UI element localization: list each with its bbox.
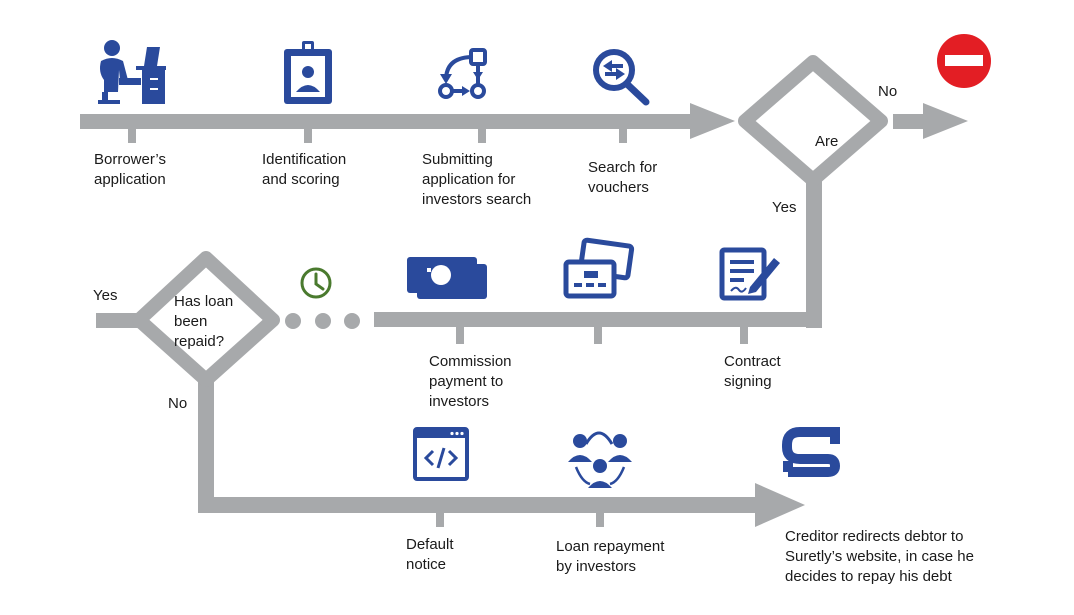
arrow-head-no-top	[923, 103, 968, 139]
track-row3	[198, 497, 758, 513]
code-window-icon	[413, 427, 469, 481]
stop-sign-icon	[937, 34, 991, 88]
branch-label-no-bottom: No	[168, 395, 188, 412]
magnifier-exchange-icon	[593, 49, 650, 106]
tick-contract	[740, 327, 748, 344]
step-label-repayment: Loan repayment by investors	[556, 538, 665, 575]
workflow-nodes-icon	[438, 48, 487, 99]
arrow-head-row3	[755, 483, 805, 527]
clock-icon	[300, 267, 332, 299]
branch-label-no-top: No	[878, 83, 898, 100]
banknotes-icon	[407, 257, 487, 299]
track-no-top	[893, 114, 925, 129]
step-label-submitting: Submitting application for investors sea…	[422, 151, 532, 208]
step-label-default-notice: Default notice	[406, 536, 454, 573]
id-badge-icon	[284, 41, 332, 104]
decision-label-are: Are	[815, 133, 839, 150]
flow-tracks	[80, 103, 968, 527]
tick-application	[128, 129, 136, 143]
tick-scoring	[304, 129, 312, 143]
branch-label-yes-right: Yes	[772, 199, 797, 216]
branch-label-yes-left: Yes	[93, 287, 118, 304]
decision-diamond-are	[738, 55, 888, 187]
dot-3	[344, 313, 360, 329]
investor-group-icon	[568, 431, 632, 488]
step-label-search: Search for vouchers	[588, 159, 658, 196]
dot-2	[315, 313, 331, 329]
payment-card-icon	[563, 237, 635, 299]
tick-submitting	[478, 129, 486, 143]
tick-repayment	[596, 513, 604, 527]
step-label-application: Borrower’s application	[94, 151, 166, 188]
tick-search	[619, 129, 627, 143]
tick-card	[594, 327, 602, 344]
track-row2	[374, 312, 822, 327]
step-label-contract: Contract signing	[724, 353, 781, 390]
tick-commission	[456, 327, 464, 344]
step-label-commission: Commission payment to investors	[429, 353, 512, 410]
document-signing-icon	[719, 247, 780, 301]
step-label-scoring: Identification and scoring	[262, 151, 347, 188]
tick-default	[436, 513, 444, 527]
track-row1	[80, 114, 692, 129]
dot-1	[285, 313, 301, 329]
track-yes-vertical	[806, 178, 822, 328]
decision-label-repaid: Has loan been repaid?	[174, 293, 234, 350]
person-at-desk-icon	[98, 40, 166, 104]
suretly-logo-icon	[782, 427, 841, 477]
step-label-redirect: Creditor redirects debtor to Suretly’s w…	[785, 528, 974, 585]
decision-diamond-repaid	[132, 251, 280, 387]
arrow-head-row1	[690, 103, 735, 139]
track-yes-left	[96, 313, 138, 328]
track-no-vertical	[198, 380, 214, 510]
